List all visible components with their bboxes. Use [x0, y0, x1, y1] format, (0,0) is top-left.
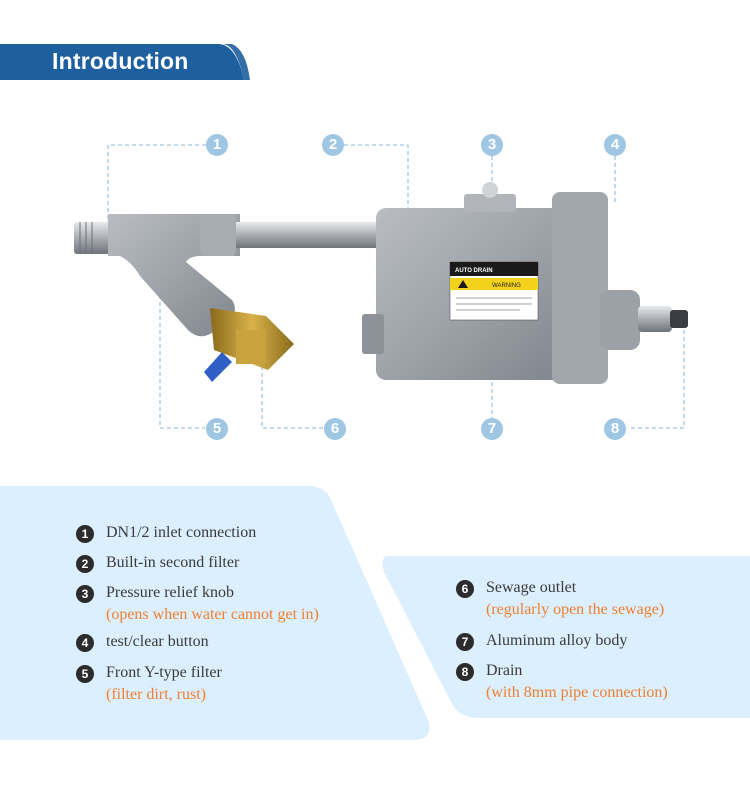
item-number: 2 — [76, 555, 94, 573]
page-title: Introduction — [52, 48, 189, 74]
callout-1: 1 — [206, 134, 228, 156]
callout-3: 3 — [481, 134, 503, 156]
item-text: Pressure relief knob — [106, 584, 234, 601]
item-number: 8 — [456, 663, 474, 681]
item-text: Aluminum alloy body — [486, 632, 628, 649]
item-number: 7 — [456, 633, 474, 651]
product-diagram: AUTO DRAIN WARNING — [74, 144, 688, 429]
item-number: 6 — [456, 580, 474, 598]
item-text: Built-in second filter — [106, 554, 240, 571]
item-text: Drain — [486, 662, 523, 679]
item-text: test/clear button — [106, 633, 209, 650]
item-number: 4 — [76, 634, 94, 652]
item-text: Front Y-type filter — [106, 664, 222, 681]
item-text: DN1/2 inlet connection — [106, 524, 257, 541]
item-subtext: (filter dirt, rust) — [106, 686, 206, 703]
item-subtext: (regularly open the sewage) — [486, 601, 665, 618]
callout-2: 2 — [322, 134, 344, 156]
label-brand: AUTO DRAIN — [455, 268, 493, 274]
label-warning: WARNING — [492, 283, 521, 289]
item-text: Sewage outlet — [486, 579, 577, 596]
item-number: 1 — [76, 525, 94, 543]
callout-4: 4 — [604, 134, 626, 156]
info-panels — [0, 486, 750, 740]
item-subtext: (with 8mm pipe connection) — [486, 684, 668, 701]
callout-6: 6 — [324, 418, 346, 440]
item-subtext: (opens when water cannot get in) — [106, 606, 319, 623]
item-number: 5 — [76, 665, 94, 683]
item-number: 3 — [76, 585, 94, 603]
callout-7: 7 — [481, 418, 503, 440]
callout-8: 8 — [604, 418, 626, 440]
title-banner — [0, 44, 250, 80]
callout-5: 5 — [206, 418, 228, 440]
